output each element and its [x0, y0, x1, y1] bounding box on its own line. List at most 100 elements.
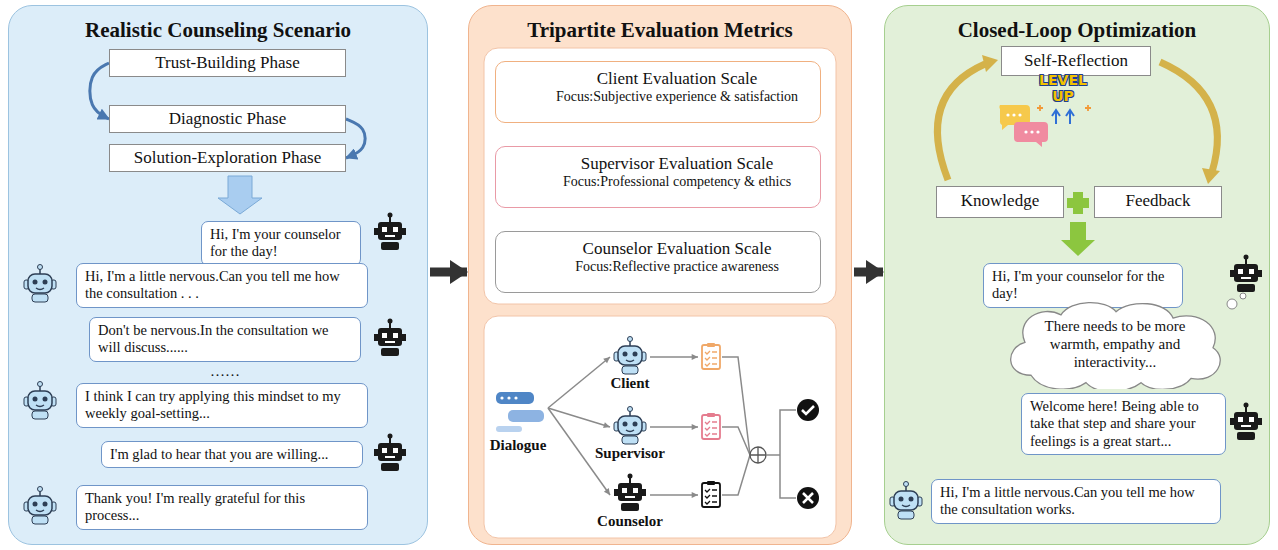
phase-arrow: [346, 119, 365, 158]
badge-text: LEVEL: [1039, 72, 1087, 88]
checklist-icon: [702, 481, 720, 507]
scale-box: Supervisor Evaluation ScaleFocus:Profess…: [495, 146, 821, 208]
flow-head: [692, 354, 698, 360]
box-text: Feedback: [1101, 191, 1215, 211]
plus-sign: [1067, 192, 1089, 214]
down-arrow: [218, 176, 262, 214]
flow-line: [650, 494, 698, 496]
icon-label: Client: [610, 375, 649, 392]
phase-box: Diagnostic Phase: [109, 105, 346, 133]
icon-label: Dialogue: [490, 437, 547, 454]
dialogue-icon: [496, 392, 544, 432]
down-arrow: [1061, 222, 1095, 256]
client-robot-icon: [24, 265, 56, 303]
bubble-box: Don't be nervous.In the consultation we …: [89, 317, 361, 362]
panel-title: Realistic Counseling Scenario: [9, 18, 427, 43]
panel-title: Closed-Loop Optimization: [885, 18, 1269, 43]
box-text: Hi, I'm your counselor for the day!: [210, 226, 352, 261]
client-robot-icon: [24, 487, 56, 525]
panel-title: Tripartite Evaluation Metrics: [469, 18, 851, 43]
flow-head: [692, 492, 698, 498]
counselor-robot-icon: [614, 474, 646, 512]
panel-box: Realistic Counseling ScenarioTrust-Build…: [8, 5, 428, 545]
level-up-arrows: [1037, 105, 1091, 124]
chat-icon: [999, 105, 1048, 147]
bubble-box: Hi, I'm your counselor for the day!: [983, 263, 1183, 308]
client-robot-icon: [614, 407, 646, 445]
counselor-robot-icon: [1230, 403, 1262, 441]
flow-line: [548, 408, 610, 427]
plain-box: Self-Reflection: [1001, 46, 1151, 76]
counselor-robot-icon: [1230, 255, 1262, 293]
box-text: Hi, I'm a little nervous.Can you tell me…: [940, 484, 1212, 519]
box-text: Knowledge: [943, 191, 1057, 211]
bubble-box: Hi, I'm a little nervous.Can you tell me…: [76, 263, 368, 308]
checklist-icon: [505, 77, 523, 103]
loop-arc: [1160, 62, 1217, 172]
bubble-box: Hi, I'm a little nervous.Can you tell me…: [931, 479, 1221, 524]
client-robot-icon: [614, 337, 646, 375]
bubble-box: Welcome here! Being able to take that st…: [1021, 393, 1226, 455]
checklist-icon: [505, 162, 523, 188]
cloud-tail: [1227, 299, 1237, 309]
check-icon: [797, 399, 819, 421]
badge-text: UP: [1052, 88, 1074, 104]
phase-box: Trust-Building Phase: [109, 49, 346, 77]
sum-symbol: [750, 447, 766, 463]
box-text: I think I can try applying this mindset …: [85, 388, 359, 423]
panel-box: Tripartite Evaluation MetricsClient Eval…: [468, 5, 852, 545]
flow-head: [603, 422, 610, 428]
box-text: Self-Reflection: [1008, 51, 1144, 71]
ellipsis: ……: [210, 363, 240, 380]
bubble-box: I'm glad to hear that you are willing...: [101, 441, 363, 468]
loop-arc: [937, 64, 985, 180]
scale-box: Counselor Evaluation ScaleFocus:Reflecti…: [495, 231, 821, 293]
box-subtext: Focus:Reflective practice awareness: [542, 259, 812, 275]
box-subtext: Focus:Professional competency & ethics: [542, 174, 812, 190]
client-robot-icon: [890, 482, 922, 520]
cross-icon: [797, 487, 819, 509]
box-text: Hi, I'm your counselor for the day!: [992, 268, 1174, 303]
box-text: I'm glad to hear that you are willing...: [110, 446, 354, 463]
counselor-robot-icon: [374, 434, 406, 472]
flow-line: [650, 426, 698, 428]
checklist-icon: [505, 247, 523, 273]
box-text: There needs to be more warmth, empathy a…: [1031, 317, 1199, 371]
box-text: Counselor Evaluation Scale: [542, 239, 812, 259]
group-box: [484, 48, 836, 304]
cloud-tail: [1240, 293, 1246, 299]
cloud-box: There needs to be more warmth, empathy a…: [1001, 299, 1229, 389]
icon-label: Counselor: [597, 513, 663, 530]
merge-line: [722, 427, 750, 455]
phase-box: Solution-Exploration Phase: [109, 144, 346, 172]
flow-head: [692, 424, 698, 430]
box-text: Hi, I'm a little nervous.Can you tell me…: [85, 268, 359, 303]
block-arrow: [854, 268, 883, 277]
bubble-box: Thank you! I'm really grateful for this …: [76, 485, 368, 530]
checklist-icon: [702, 343, 720, 369]
client-robot-icon: [24, 382, 56, 420]
plain-box: Knowledge: [936, 186, 1064, 218]
box-text: Solution-Exploration Phase: [116, 148, 339, 168]
counselor-robot-icon: [374, 319, 406, 357]
group-box: [484, 316, 836, 538]
box-text: Supervisor Evaluation Scale: [542, 154, 812, 174]
flow-head: [603, 357, 610, 363]
checklist-icon: [702, 413, 720, 439]
icon-label: Supervisor: [595, 445, 665, 462]
phase-arrow: [90, 63, 109, 119]
flow-head: [604, 488, 610, 495]
box-text: Welcome here! Being able to take that st…: [1030, 398, 1217, 450]
merge-line: [722, 455, 750, 495]
loop-head: [1202, 168, 1220, 184]
merge-line: [722, 357, 750, 455]
split-line: [766, 410, 796, 498]
bubble-box: Hi, I'm your counselor for the day!: [201, 221, 361, 266]
scale-box: Client Evaluation ScaleFocus:Subjective …: [495, 61, 821, 123]
bubble-box: I think I can try applying this mindset …: [76, 383, 368, 428]
box-subtext: Focus:Subjective experience & satisfacti…: [542, 89, 812, 105]
block-arrow: [430, 268, 467, 277]
box-text: Trust-Building Phase: [116, 53, 339, 73]
counselor-robot-icon: [374, 213, 406, 251]
flow-line: [548, 357, 610, 408]
